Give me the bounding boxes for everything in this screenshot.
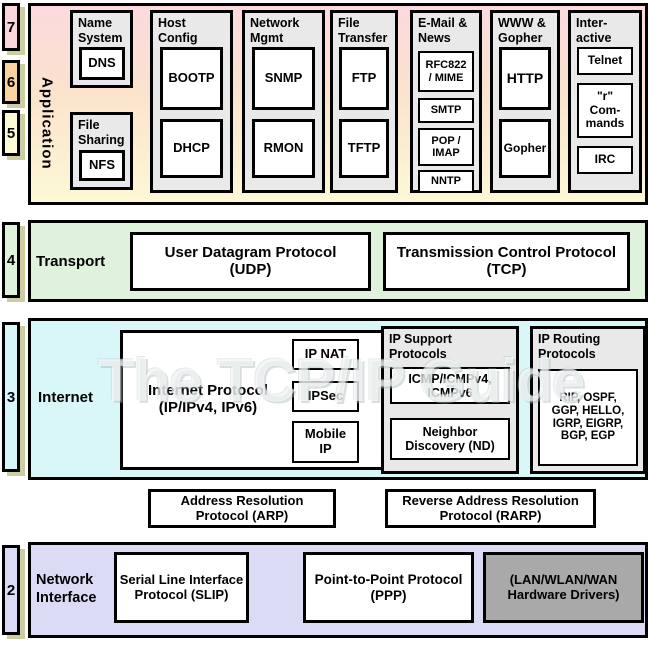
protocol-r-commands: "r" Com- mands — [577, 83, 633, 138]
protocol-routing-list: RIP, OSPF, GGP, HELLO, IGRP, EIGRP, BGP,… — [538, 369, 638, 466]
protocol-neighbor-discovery: Neighbor Discovery (ND) — [390, 418, 510, 460]
layer-3-badge: 3 — [2, 322, 20, 472]
layer-5-badge: 5 — [2, 110, 20, 156]
protocol-dhcp: DHCP — [160, 119, 223, 178]
group-file-transfer-title: File Transfer — [338, 16, 388, 45]
protocol-ipsec: IPSec — [292, 381, 359, 412]
protocol-snmp: SNMP — [252, 47, 315, 110]
group-ip-support-title: IP Support Protocols — [389, 332, 452, 361]
hardware-drivers-box: (LAN/WLAN/WAN Hardware Drivers) — [483, 552, 644, 623]
protocol-irc: IRC — [577, 146, 633, 174]
protocol-nntp: NNTP — [418, 170, 474, 193]
protocol-mobile-ip: Mobile IP — [292, 421, 359, 463]
group-host-config-title: Host Config — [158, 16, 198, 45]
group-www-gopher-title: WWW & Gopher — [498, 16, 546, 45]
protocol-rarp: Reverse Address Resolution Protocol (RAR… — [385, 489, 596, 528]
layer-7-badge: 7 — [2, 3, 20, 51]
protocol-http: HTTP — [499, 47, 551, 110]
group-network-mgmt-title: Network Mgmt — [250, 16, 300, 45]
group-interactive-title: Inter- active — [576, 16, 612, 45]
protocol-gopher: Gopher — [499, 119, 551, 178]
group-file-sharing-title: File Sharing — [78, 118, 125, 147]
protocol-slip: Serial Line Interface Protocol (SLIP) — [114, 552, 249, 623]
group-email-news-title: E-Mail & News — [418, 16, 468, 45]
protocol-pop-imap: POP / IMAP — [418, 128, 474, 166]
group-name-system-title: Name System — [78, 16, 123, 45]
layer-4-badge: 4 — [2, 222, 20, 298]
protocol-ppp: Point-to-Point Protocol (PPP) — [303, 552, 474, 623]
network-interface-layer-label: Network Interface — [36, 572, 97, 607]
protocol-ftp: FTP — [339, 47, 389, 110]
protocol-rmon: RMON — [252, 119, 315, 178]
application-layer-label: Application — [38, 76, 56, 170]
protocol-arp: Address Resolution Protocol (ARP) — [148, 489, 336, 528]
layer-2-badge: 2 — [2, 545, 20, 635]
layer-6-badge: 6 — [2, 60, 20, 104]
protocol-dns: DNS — [79, 47, 125, 80]
protocol-telnet: Telnet — [577, 47, 633, 75]
protocol-rfc822-mime: RFC822 / MIME — [418, 51, 474, 92]
protocol-nfs: NFS — [79, 150, 125, 181]
protocol-ip-nat: IP NAT — [292, 339, 359, 370]
protocol-tftp: TFTP — [339, 119, 389, 178]
protocol-bootp: BOOTP — [160, 47, 223, 110]
internet-protocol-label: Internet Protocol (IP/IPv4, IPv6) — [147, 382, 268, 416]
protocol-smtp: SMTP — [418, 98, 474, 123]
protocol-icmp: ICMP/ICMPv4, ICMPv6 — [390, 367, 510, 404]
group-ip-routing-title: IP Routing Protocols — [538, 332, 601, 361]
internet-layer-label: Internet — [38, 389, 94, 406]
protocol-tcp: Transmission Control Protocol (TCP) — [383, 232, 630, 291]
transport-layer-label: Transport — [36, 253, 106, 270]
protocol-udp: User Datagram Protocol (UDP) — [130, 232, 371, 291]
